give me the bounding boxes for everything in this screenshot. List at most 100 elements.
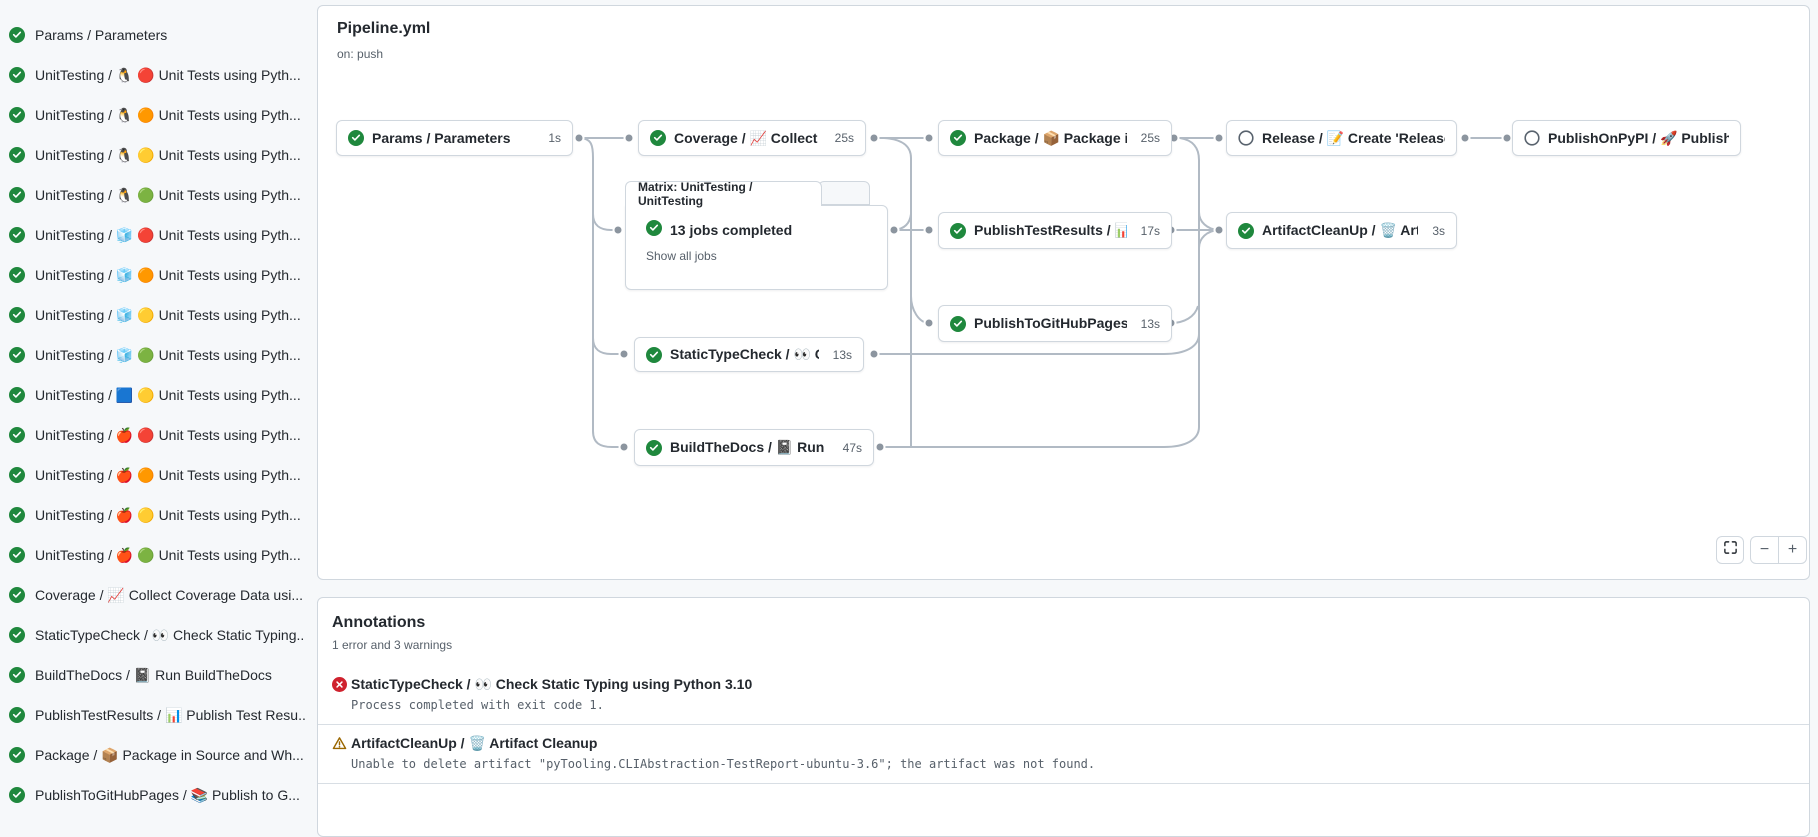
sidebar-job-item[interactable]: PublishToGitHubPages / 📚 Publish to G... — [0, 775, 317, 815]
sidebar-job-item[interactable]: StaticTypeCheck / 👀 Check Static Typing.… — [0, 615, 317, 655]
success-check-icon — [348, 130, 364, 146]
success-check-icon — [9, 507, 25, 523]
success-check-icon — [9, 667, 25, 683]
success-check-icon — [1238, 222, 1254, 239]
workflow-graph-card: Pipeline.yml on: push Params / — [317, 5, 1810, 580]
success-check-icon — [9, 27, 25, 43]
annotations-card: Annotations 1 error and 3 warnings Stati… — [317, 597, 1810, 837]
zoom-in-button[interactable]: + — [1778, 537, 1806, 563]
job-node-label: ArtifactCleanUp / 🗑️ Artifac... — [1262, 222, 1419, 238]
sidebar-job-label: PublishToGitHubPages / 📚 Publish to G... — [35, 786, 300, 803]
job-node-buildthedocs[interactable]: BuildTheDocs / 📓 Run Buil... 47s — [634, 429, 874, 466]
sidebar-job-label: Package / 📦 Package in Source and Wh... — [35, 746, 304, 763]
matrix-jobs-summary: 13 jobs completed — [670, 221, 793, 238]
sidebar-job-item[interactable]: UnitTesting / 🧊 🟡 Unit Tests using Pyth.… — [0, 295, 317, 335]
success-check-icon — [9, 267, 25, 283]
skipped-circle-icon — [1238, 130, 1254, 146]
job-node-label: PublishTestResults / 📊 Pu... — [974, 222, 1127, 238]
sidebar-job-label: UnitTesting / 🟦 🟡 Unit Tests using Pyth.… — [35, 386, 301, 403]
job-duration: 3s — [1432, 223, 1445, 238]
annotation-job-title: ArtifactCleanUp / 🗑️ Artifact Cleanup — [351, 735, 598, 751]
sidebar-job-item[interactable]: UnitTesting / 🧊 🟢 Unit Tests using Pyth.… — [0, 335, 317, 375]
fullscreen-icon — [1723, 540, 1738, 560]
zoom-out-button[interactable]: − — [1759, 541, 1770, 558]
sidebar-job-item[interactable]: UnitTesting / 🍎 🟡 Unit Tests using Pyth.… — [0, 495, 317, 535]
job-duration: 47s — [842, 440, 862, 455]
sidebar-job-label: UnitTesting / 🧊 🔴 Unit Tests using Pyth.… — [35, 226, 301, 243]
success-check-icon — [950, 130, 966, 146]
job-duration: 25s — [834, 131, 854, 145]
sidebar-job-item[interactable]: UnitTesting / 🐧 🟡 Unit Tests using Pyth.… — [0, 135, 317, 175]
sidebar-job-label: UnitTesting / 🍎 🟡 Unit Tests using Pyth.… — [35, 506, 301, 523]
success-check-icon — [646, 220, 662, 239]
job-node-params[interactable]: Params / Parameters 1s — [336, 120, 573, 156]
graph-edges — [573, 132, 1513, 453]
fullscreen-button[interactable] — [1716, 536, 1744, 564]
job-node-publishtestresults[interactable]: PublishTestResults / 📊 Pu... 17s — [938, 212, 1172, 249]
sidebar-job-label: StaticTypeCheck / 👀 Check Static Typing.… — [35, 626, 305, 643]
success-check-icon — [9, 707, 25, 723]
sidebar-job-label: UnitTesting / 🐧 🟡 Unit Tests using Pyth.… — [35, 146, 301, 163]
sidebar-job-item[interactable]: UnitTesting / 🐧 🟠 Unit Tests using Pyth.… — [0, 95, 317, 135]
sidebar-job-label: UnitTesting / 🐧 🔴 Unit Tests using Pyth.… — [35, 66, 301, 83]
annotation-title-link[interactable]: StaticTypeCheck / 👀 Check Static Typing … — [332, 676, 1795, 693]
sidebar-job-item[interactable]: UnitTesting / 🐧 🟢 Unit Tests using Pyth.… — [0, 175, 317, 215]
success-check-icon — [9, 547, 25, 563]
job-node-label: PublishToGitHubPages / 📚 ... — [974, 315, 1127, 331]
job-node-publishonpypi[interactable]: PublishOnPyPI / 🚀 Publish to ... — [1512, 120, 1741, 156]
sidebar-job-item[interactable]: UnitTesting / 🍎 🟢 Unit Tests using Pyth.… — [0, 535, 317, 575]
sidebar-job-item[interactable]: UnitTesting / 🐧 🔴 Unit Tests using Pyth.… — [0, 55, 317, 95]
sidebar-job-item[interactable]: PublishTestResults / 📊 Publish Test Resu… — [0, 695, 317, 735]
job-node-label: StaticTypeCheck / 👀 Chec... — [670, 346, 819, 362]
job-node-label: BuildTheDocs / 📓 Run Buil... — [670, 439, 829, 455]
success-check-icon — [650, 130, 666, 146]
job-node-coverage[interactable]: Coverage / 📈 Collect Cove... 25s — [638, 120, 866, 156]
job-duration: 25s — [1140, 131, 1160, 145]
job-node-statictypecheck[interactable]: StaticTypeCheck / 👀 Chec... 13s — [634, 337, 864, 372]
show-all-jobs-link[interactable]: Show all jobs — [646, 249, 717, 263]
sidebar-job-label: UnitTesting / 🧊 🟠 Unit Tests using Pyth.… — [35, 266, 301, 283]
success-check-icon — [9, 587, 25, 603]
job-duration: 13s — [1140, 316, 1160, 331]
sidebar-job-item[interactable]: UnitTesting / 🍎 🟠 Unit Tests using Pyth.… — [0, 455, 317, 495]
sidebar-job-item[interactable]: UnitTesting / 🧊 🟠 Unit Tests using Pyth.… — [0, 255, 317, 295]
sidebar-job-item[interactable]: UnitTesting / 🟦 🟡 Unit Tests using Pyth.… — [0, 375, 317, 415]
annotation-detail: Process completed with exit code 1. — [351, 698, 604, 712]
sidebar-job-item[interactable]: Package / 📦 Package in Source and Wh... — [0, 735, 317, 775]
sidebar-job-item[interactable]: BuildTheDocs / 📓 Run BuildTheDocs — [0, 655, 317, 695]
success-check-icon — [9, 387, 25, 403]
annotation-detail: Unable to delete artifact "pyTooling.CLI… — [351, 757, 1096, 771]
success-check-icon — [950, 222, 966, 239]
warning-triangle-icon — [332, 736, 347, 751]
matrix-group-tab[interactable]: Matrix: UnitTesting / UnitTesting — [625, 180, 822, 208]
sidebar-job-label: UnitTesting / 🧊 🟡 Unit Tests using Pyth.… — [35, 306, 301, 323]
success-check-icon — [9, 187, 25, 203]
success-check-icon — [9, 347, 25, 363]
job-duration: 1s — [548, 131, 561, 145]
sidebar-job-item[interactable]: Coverage / 📈 Collect Coverage Data usi..… — [0, 575, 317, 615]
success-check-icon — [9, 747, 25, 763]
success-check-icon — [950, 315, 966, 332]
success-check-icon — [9, 627, 25, 643]
annotation-title-link[interactable]: ArtifactCleanUp / 🗑️ Artifact Cleanup — [332, 735, 1795, 752]
annotation-job-title: StaticTypeCheck / 👀 Check Static Typing … — [351, 676, 753, 692]
sidebar-job-item[interactable]: UnitTesting / 🍎 🔴 Unit Tests using Pyth.… — [0, 415, 317, 455]
sidebar-job-item[interactable]: Params / Parameters — [0, 15, 317, 55]
job-node-publishtogithubpages[interactable]: PublishToGitHubPages / 📚 ... 13s — [938, 305, 1172, 342]
success-check-icon — [9, 67, 25, 83]
matrix-deck-decoration — [818, 181, 870, 205]
job-duration: 17s — [1140, 223, 1160, 238]
annotations-list: StaticTypeCheck / 👀 Check Static Typing … — [318, 666, 1809, 784]
job-node-artifactcleanup[interactable]: ArtifactCleanUp / 🗑️ Artifac... 3s — [1226, 212, 1457, 249]
job-node-label: Package / 📦 Package in So... — [974, 129, 1127, 146]
job-node-release[interactable]: Release / 📝 Create 'Release P... — [1226, 120, 1457, 156]
success-check-icon — [9, 147, 25, 163]
success-check-icon — [9, 467, 25, 483]
sidebar-job-item[interactable]: UnitTesting / 🧊 🔴 Unit Tests using Pyth.… — [0, 215, 317, 255]
matrix-group-body: 13 jobs completed Show all jobs — [625, 205, 888, 290]
jobs-sidebar: Params / Parameters UnitTesting / 🐧 🔴 Un… — [0, 15, 317, 815]
job-node-package[interactable]: Package / 📦 Package in So... 25s — [938, 120, 1172, 156]
sidebar-job-label: PublishTestResults / 📊 Publish Test Resu… — [35, 706, 305, 723]
annotation-row-error: StaticTypeCheck / 👀 Check Static Typing … — [318, 666, 1809, 725]
success-check-icon — [646, 346, 662, 363]
